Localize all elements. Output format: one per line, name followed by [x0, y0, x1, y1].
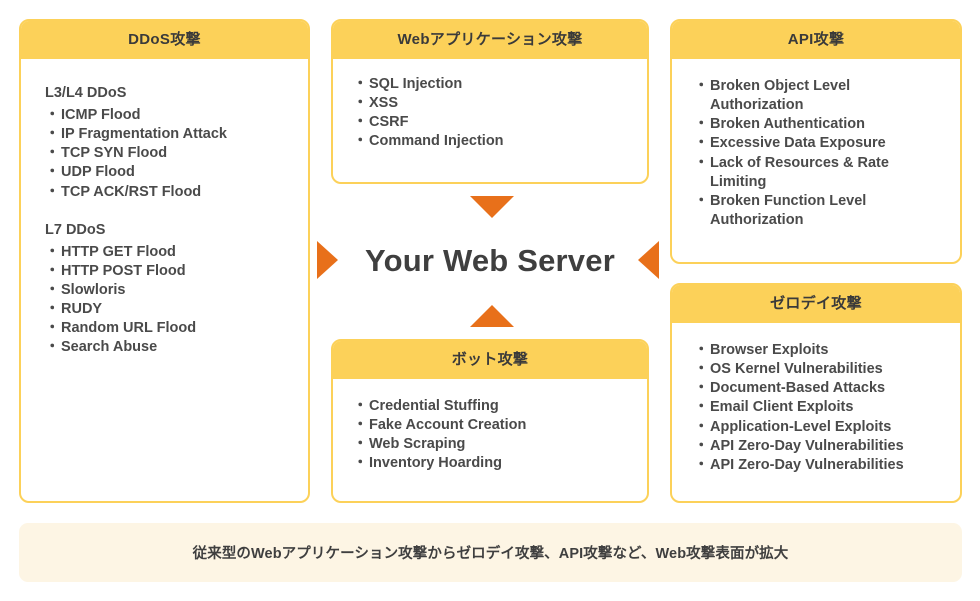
arrow-left-icon — [638, 241, 659, 279]
list-zeroday: Browser Exploits OS Kernel Vulnerabiliti… — [694, 341, 944, 475]
card-ddos-attack: DDoS攻撃 L3/L4 DDoS ICMP Flood IP Fragment… — [19, 19, 310, 503]
list-item: Slowloris — [45, 281, 292, 300]
list-item: Browser Exploits — [694, 341, 944, 360]
list-item: Lack of Resources & Rate Limiting — [694, 154, 944, 192]
list-webapp: SQL Injection XSS CSRF Command Injection — [353, 75, 631, 152]
summary-banner: 従来型のWebアプリケーション攻撃からゼロデイ攻撃、API攻撃など、Web攻撃表… — [19, 523, 962, 582]
list-item: HTTP GET Flood — [45, 243, 292, 262]
list-item: SQL Injection — [353, 75, 631, 94]
list-item: Excessive Data Exposure — [694, 134, 944, 153]
list-item: API Zero-Day Vulnerabilities — [694, 437, 944, 456]
card-ddos-title: DDoS攻撃 — [21, 21, 308, 59]
card-bot-title: ボット攻撃 — [333, 341, 647, 379]
list-item: Broken Function Level Authorization — [694, 192, 944, 230]
list-item: RUDY — [45, 300, 292, 319]
card-zeroday-body: Browser Exploits OS Kernel Vulnerabiliti… — [672, 323, 960, 487]
list-item: Broken Authentication — [694, 115, 944, 134]
list-item: Email Client Exploits — [694, 398, 944, 417]
center-server-label: Your Web Server — [365, 243, 615, 278]
group-spacer — [41, 202, 292, 216]
list-bot: Credential Stuffing Fake Account Creatio… — [353, 397, 631, 474]
arrow-down-icon — [470, 196, 514, 218]
list-item: Web Scraping — [353, 435, 631, 454]
list-item: XSS — [353, 94, 631, 113]
list-ddos-l7: HTTP GET Flood HTTP POST Flood Slowloris… — [45, 243, 292, 358]
list-item: OS Kernel Vulnerabilities — [694, 360, 944, 379]
card-bot-body: Credential Stuffing Fake Account Creatio… — [333, 379, 647, 486]
group-title-l3l4: L3/L4 DDoS — [45, 85, 127, 101]
list-item: TCP ACK/RST Flood — [45, 183, 292, 202]
list-item: TCP SYN Flood — [45, 144, 292, 163]
summary-banner-text: 従来型のWebアプリケーション攻撃からゼロデイ攻撃、API攻撃など、Web攻撃表… — [192, 546, 789, 562]
list-item: Random URL Flood — [45, 319, 292, 338]
card-api-attack: API攻撃 Broken Object Level Authorization … — [670, 19, 962, 264]
card-zero-day-attack: ゼロデイ攻撃 Browser Exploits OS Kernel Vulner… — [670, 283, 962, 503]
list-item: Command Injection — [353, 132, 631, 151]
list-api: Broken Object Level Authorization Broken… — [694, 77, 944, 230]
list-item: Application-Level Exploits — [694, 418, 944, 437]
list-item: Inventory Hoarding — [353, 454, 631, 473]
list-item: Search Abuse — [45, 338, 292, 357]
card-webapp-body: SQL Injection XSS CSRF Command Injection — [333, 59, 647, 164]
arrow-up-icon — [470, 305, 514, 327]
list-item: Document-Based Attacks — [694, 379, 944, 398]
card-api-title: API攻撃 — [672, 21, 960, 59]
group-title-l7: L7 DDoS — [45, 221, 106, 238]
arrow-right-icon — [317, 241, 338, 279]
list-item: CSRF — [353, 113, 631, 132]
card-webapp-title: Webアプリケーション攻撃 — [333, 21, 647, 59]
card-ddos-body: L3/L4 DDoS ICMP Flood IP Fragmentation A… — [21, 59, 308, 369]
list-item: UDP Flood — [45, 163, 292, 182]
card-zeroday-title: ゼロデイ攻撃 — [672, 285, 960, 323]
list-item: Broken Object Level Authorization — [694, 77, 944, 115]
list-ddos-l3l4: ICMP Flood IP Fragmentation Attack TCP S… — [45, 106, 292, 202]
list-item: ICMP Flood — [45, 106, 292, 125]
list-item: IP Fragmentation Attack — [45, 125, 292, 144]
list-item: Fake Account Creation — [353, 416, 631, 435]
card-api-body: Broken Object Level Authorization Broken… — [672, 59, 960, 242]
list-item: API Zero-Day Vulnerabilities — [694, 456, 944, 475]
card-web-application-attack: Webアプリケーション攻撃 SQL Injection XSS CSRF Com… — [331, 19, 649, 184]
card-bot-attack: ボット攻撃 Credential Stuffing Fake Account C… — [331, 339, 649, 503]
list-item: HTTP POST Flood — [45, 262, 292, 281]
list-item: Credential Stuffing — [353, 397, 631, 416]
